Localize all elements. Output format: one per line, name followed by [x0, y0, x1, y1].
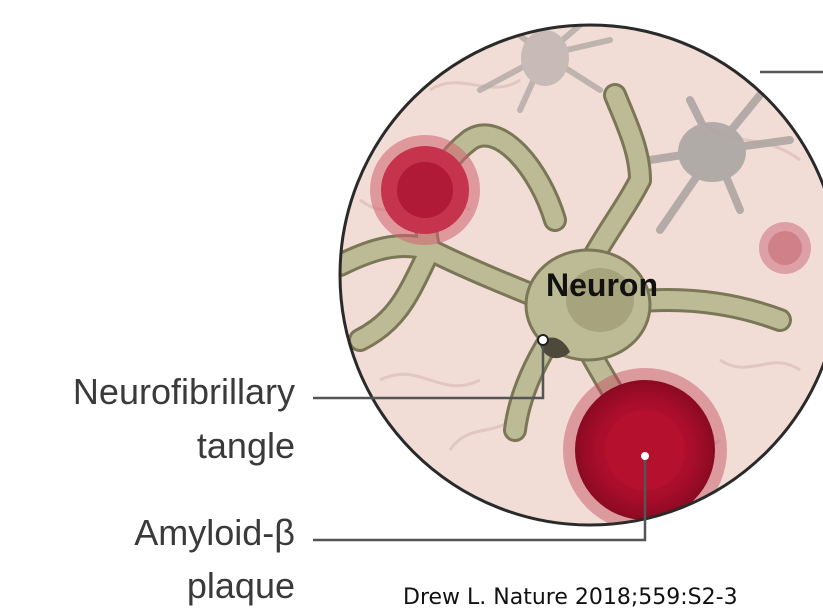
neuron-label: Neuron: [546, 267, 658, 304]
tangle-label-line2: tangle: [197, 426, 295, 466]
amyloid-label-line2: plaque: [187, 566, 295, 606]
plaque-upper-left: [370, 135, 480, 245]
citation: Drew L. Nature 2018;559:S2-3: [403, 585, 738, 610]
tangle-label-line1: Neurofibrillary: [73, 372, 295, 412]
amyloid-pointer-dot: [641, 452, 649, 460]
amyloid-label-line1: Amyloid-β: [134, 513, 295, 553]
small-plaque: [759, 222, 811, 274]
tangle-pointer-dot: [538, 335, 548, 345]
